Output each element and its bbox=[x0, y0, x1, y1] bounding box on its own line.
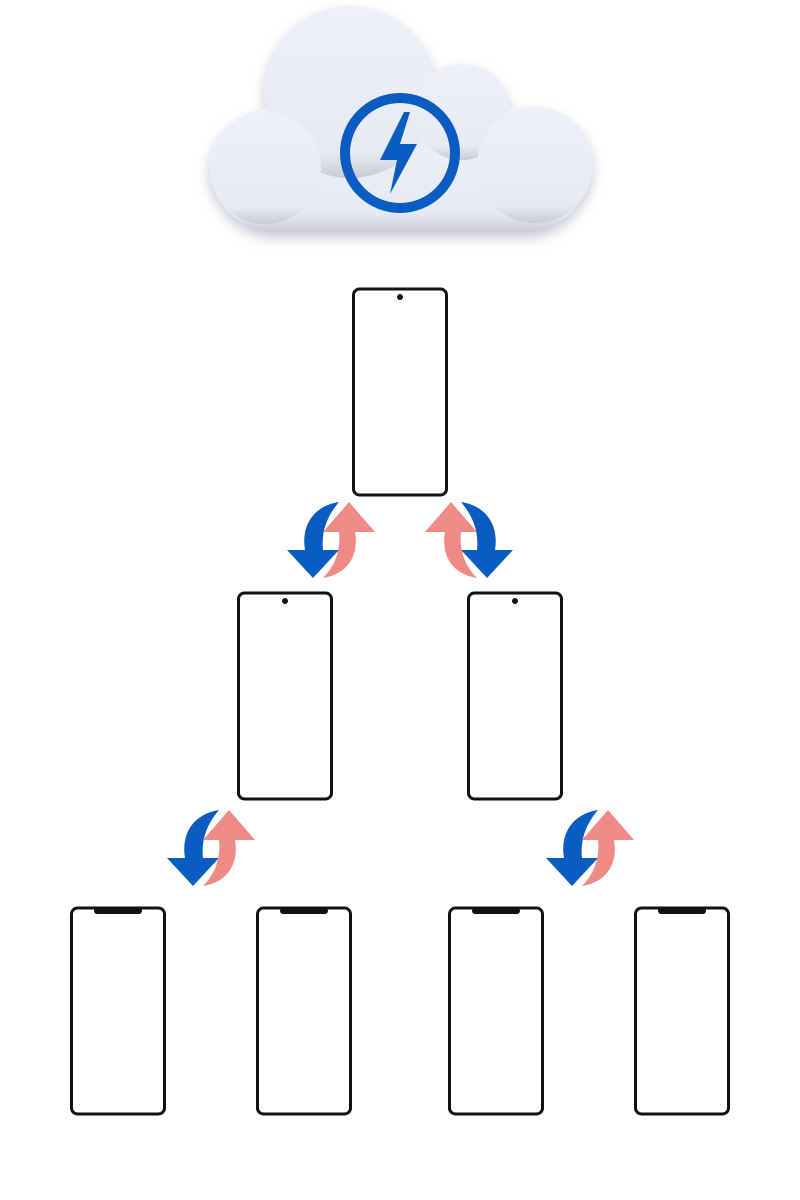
phone-mid-left bbox=[237, 591, 333, 801]
punch-hole-camera bbox=[512, 598, 518, 604]
up-arrow-icon bbox=[323, 502, 375, 578]
sync-arrows-icon bbox=[425, 502, 513, 578]
phone-root bbox=[352, 287, 448, 497]
phone-leaf-4 bbox=[634, 906, 730, 1116]
notch-camera bbox=[280, 908, 328, 914]
down-arrow-icon bbox=[546, 810, 598, 886]
punch-hole-camera bbox=[282, 598, 288, 604]
phone-leaf-2 bbox=[256, 906, 352, 1116]
down-arrow-icon bbox=[287, 502, 339, 578]
sync-arrows-icon bbox=[546, 810, 634, 886]
down-arrow-icon bbox=[167, 810, 219, 886]
sync-arrows-icon bbox=[167, 810, 255, 886]
notch-camera bbox=[472, 908, 520, 914]
phone-leaf-3 bbox=[448, 906, 544, 1116]
down-arrow-icon bbox=[461, 502, 513, 578]
lightning-bolt-icon bbox=[340, 93, 460, 213]
up-arrow-icon bbox=[425, 502, 477, 578]
sync-arrows-icon bbox=[287, 502, 375, 578]
notch-camera bbox=[94, 908, 142, 914]
up-arrow-icon bbox=[582, 810, 634, 886]
phone-leaf-1 bbox=[70, 906, 166, 1116]
up-arrow-icon bbox=[203, 810, 255, 886]
phone-mid-right bbox=[467, 591, 563, 801]
punch-hole-camera bbox=[397, 294, 403, 300]
notch-camera bbox=[658, 908, 706, 914]
